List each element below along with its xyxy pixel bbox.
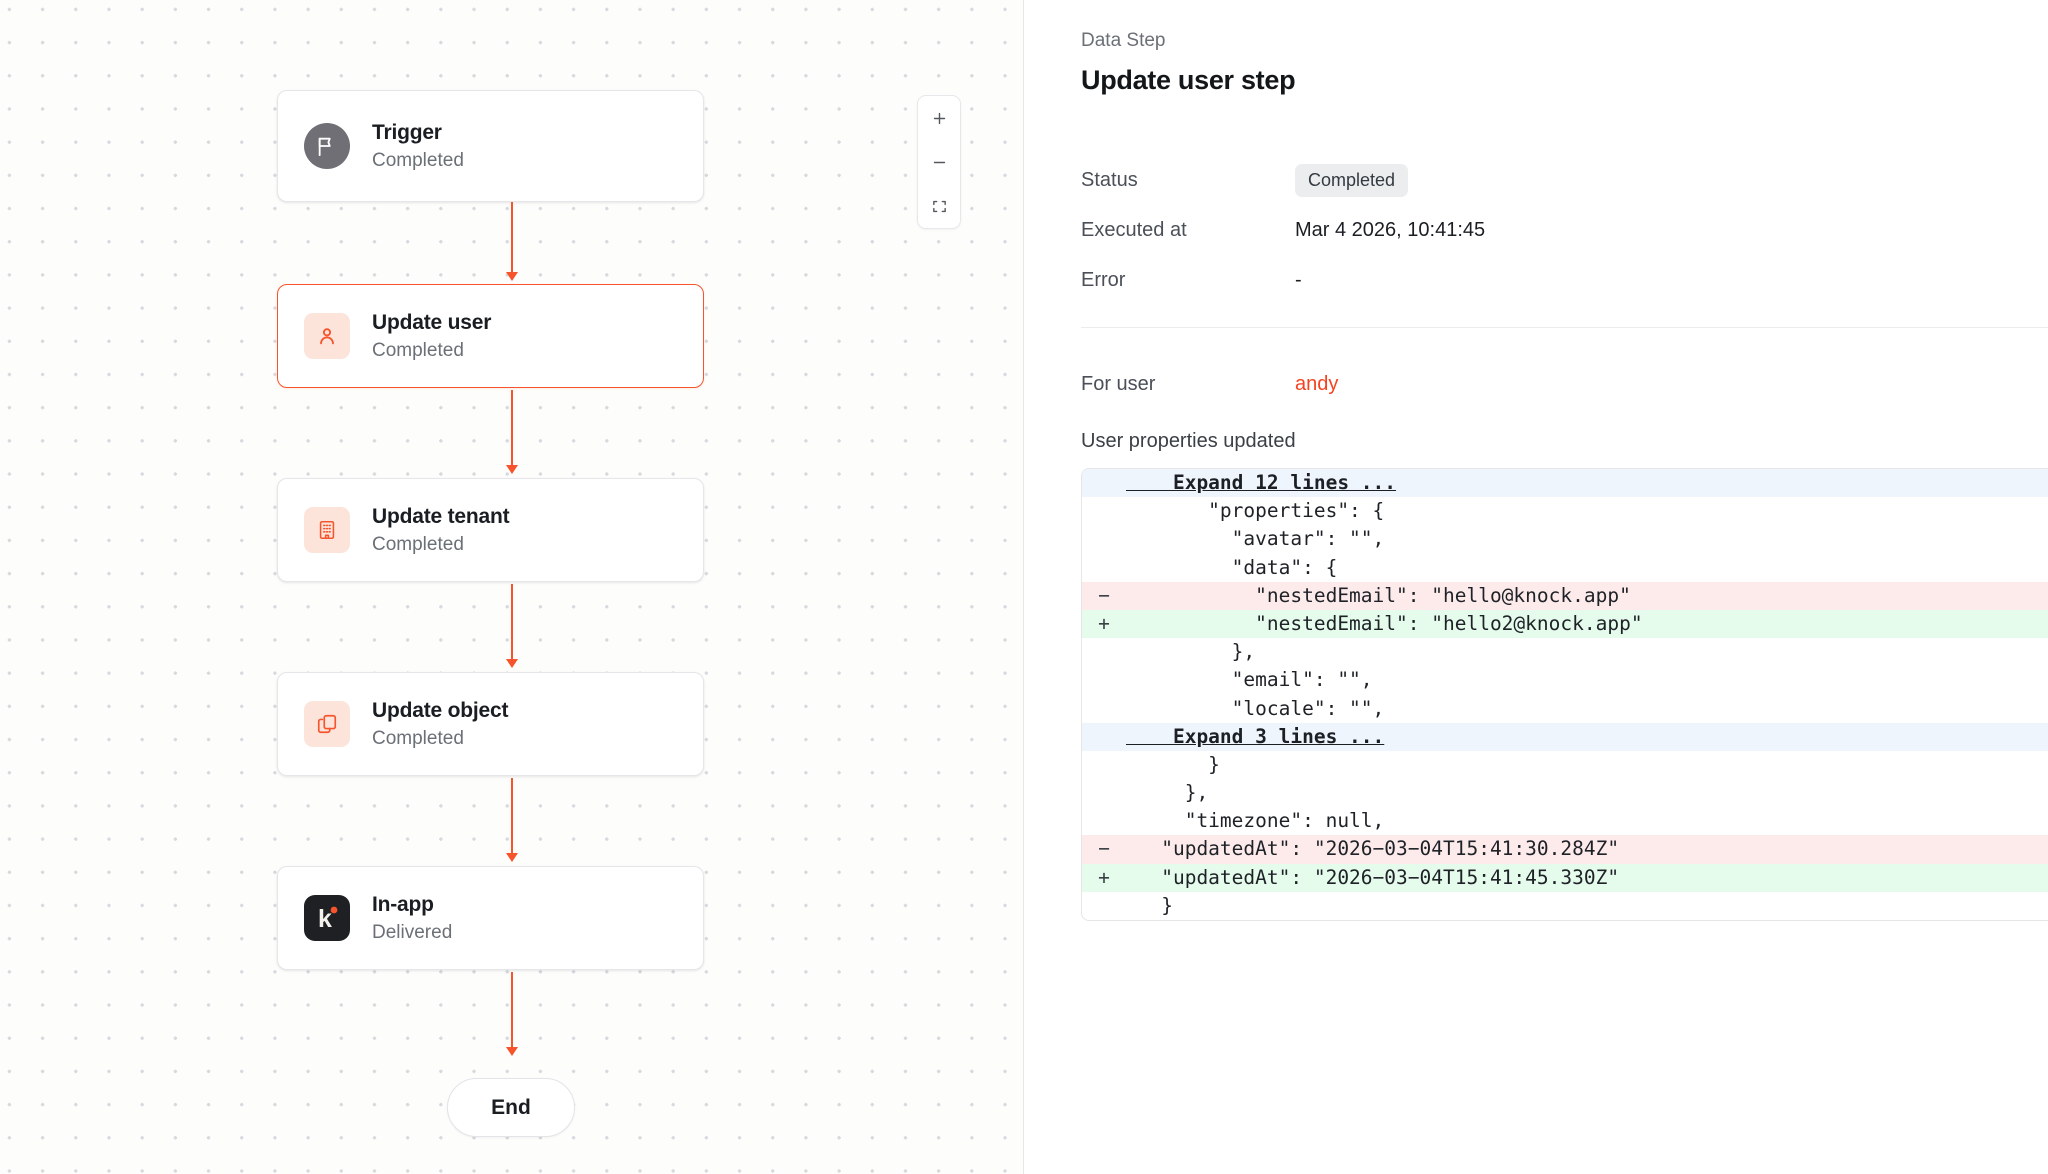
diff-line-expand[interactable]: Expand 12 lines ...: [1082, 469, 2048, 498]
diff-line-ctx: "avatar": "",: [1082, 525, 2048, 553]
flow-node-text: Update object Completed: [372, 699, 508, 750]
flow-edge-arrow: [505, 272, 518, 281]
svg-text:k: k: [318, 905, 332, 933]
flow-node-text: In-app Delivered: [372, 893, 452, 944]
flow-edge-arrow: [505, 1047, 518, 1056]
diff-code: "updatedAt": "2026−03−04T15:41:30.284Z": [1126, 837, 1620, 861]
flow-node-title: In-app: [372, 892, 434, 916]
diff-line-del: − "updatedAt": "2026−03−04T15:41:30.284Z…: [1082, 835, 2048, 864]
flow-edge-arrow: [505, 659, 518, 668]
diff-code: "avatar": "",: [1126, 527, 1385, 551]
zoom-out-button[interactable]: [918, 140, 960, 184]
meta-label: Executed at: [1081, 218, 1187, 241]
diff-line-ctx: "email": "",: [1082, 666, 2048, 694]
diff-code: "locale": "",: [1126, 696, 1385, 720]
flow-node-trigger[interactable]: Trigger Completed: [277, 90, 704, 202]
flow-edge-arrow: [505, 853, 518, 862]
diff-line-ctx: }: [1082, 892, 2048, 920]
diff-code: "nestedEmail": "hello@knock.app": [1126, 583, 1631, 607]
flow-node-status: Completed: [372, 727, 464, 749]
meta-label: Status: [1081, 168, 1138, 191]
workflow-canvas[interactable]: Trigger Completed Update user Completed: [0, 0, 1024, 1174]
flow-node-text: Update user Completed: [372, 311, 491, 362]
diff-line-add: + "nestedEmail": "hello2@knock.app": [1082, 609, 2048, 639]
diff-line-ctx: }: [1082, 751, 2048, 779]
diff-gutter: +: [1098, 611, 1110, 635]
user-properties-label: User properties updated: [1081, 430, 1296, 452]
flow-edge: [511, 584, 513, 664]
flow-edge: [511, 390, 513, 470]
panel-eyebrow: Data Step: [1081, 30, 1166, 51]
diff-line-ctx: "properties": {: [1082, 497, 2048, 525]
expand-lines-link[interactable]: Expand 12 lines ...: [1126, 471, 1397, 494]
user-icon: [304, 313, 350, 359]
diff-code: }: [1126, 752, 1220, 776]
flow-edge: [511, 972, 513, 1052]
for-user-row: For user andy: [1081, 359, 2048, 409]
step-meta-list: Status Completed Executed at Mar 4 2026,…: [1081, 155, 2048, 305]
diff-code: "properties": {: [1126, 499, 1385, 523]
flow-node-end[interactable]: End: [447, 1078, 575, 1137]
flow-node-title: Update object: [372, 698, 509, 722]
flow-node-status: Completed: [372, 533, 464, 555]
page-title: Update user step: [1081, 65, 1296, 95]
flow-node-title: Update user: [372, 310, 492, 334]
for-user-label: For user: [1081, 372, 1156, 395]
flow-node-status: Completed: [372, 339, 464, 361]
zoom-in-button[interactable]: [918, 96, 960, 140]
copy-icon: [304, 701, 350, 747]
diff-code: "timezone": null,: [1126, 809, 1385, 833]
user-properties-diff[interactable]: Expand 12 lines ... "properties": { "ava…: [1081, 468, 2048, 921]
status-badge: Completed: [1295, 163, 1409, 197]
flow-node-title: Update tenant: [372, 504, 510, 528]
meta-value: Completed: [1295, 163, 1409, 197]
diff-gutter: −: [1098, 837, 1110, 861]
flow-node-text: Update tenant Completed: [372, 504, 510, 556]
fit-view-button[interactable]: [918, 184, 960, 228]
diff-line-ctx: },: [1082, 638, 2048, 666]
meta-row-executed-at: Executed at Mar 4 2026, 10:41:45: [1081, 205, 2048, 255]
diff-code: "data": {: [1126, 555, 1338, 579]
step-detail-panel: Data Step Update user step Status Comple…: [1024, 0, 2048, 1174]
building-icon: [304, 507, 350, 553]
diff-code: },: [1126, 640, 1256, 664]
meta-row-status: Status Completed: [1081, 155, 2048, 205]
diff-line-del: − "nestedEmail": "hello@knock.app": [1082, 581, 2048, 610]
diff-code: "nestedEmail": "hello2@knock.app": [1126, 611, 1643, 635]
flow-node-in-app[interactable]: k In-app Delivered: [277, 866, 704, 970]
workflow-graph: Trigger Completed Update user Completed: [277, 90, 704, 1137]
diff-code: }: [1126, 893, 1173, 917]
flow-node-status: Completed: [372, 149, 464, 171]
diff-code: },: [1126, 781, 1209, 805]
meta-value: Mar 4 2026, 10:41:45: [1295, 218, 1486, 241]
section-divider: [1081, 327, 2048, 328]
flow-edge-arrow: [505, 465, 518, 474]
expand-lines-link[interactable]: Expand 3 lines ...: [1126, 724, 1385, 748]
knock-logo-icon: k: [304, 895, 350, 941]
diff-line-ctx: },: [1082, 779, 2048, 807]
flow-node-title: Trigger: [372, 120, 442, 144]
flow-node-update-object[interactable]: Update object Completed: [277, 672, 704, 776]
diff-code: "updatedAt": "2026−03−04T15:41:45.330Z": [1126, 865, 1620, 889]
flow-node-update-tenant[interactable]: Update tenant Completed: [277, 478, 704, 582]
diff-gutter: +: [1098, 865, 1110, 889]
flow-node-status: Delivered: [372, 921, 453, 943]
diff-line-add: + "updatedAt": "2026−03−04T15:41:45.330Z…: [1082, 863, 2048, 892]
diff-code: "email": "",: [1126, 668, 1373, 692]
for-user-link[interactable]: andy: [1295, 372, 1339, 395]
flow-node-update-user[interactable]: Update user Completed: [277, 284, 704, 388]
meta-row-error: Error -: [1081, 255, 2048, 305]
diff-line-ctx: "locale": "",: [1082, 695, 2048, 723]
flow-edge: [511, 778, 513, 858]
flow-node-text: Trigger Completed: [372, 121, 464, 172]
flow-edge: [511, 202, 513, 277]
diff-gutter: −: [1098, 583, 1110, 607]
diff-line-ctx: "data": {: [1082, 554, 2048, 582]
diff-line-expand[interactable]: Expand 3 lines ...: [1082, 722, 2048, 751]
meta-value: -: [1295, 268, 1302, 291]
diff-line-ctx: "timezone": null,: [1082, 807, 2048, 835]
flag-icon: [304, 123, 350, 169]
meta-label: Error: [1081, 268, 1126, 291]
canvas-zoom-controls[interactable]: [917, 95, 961, 229]
